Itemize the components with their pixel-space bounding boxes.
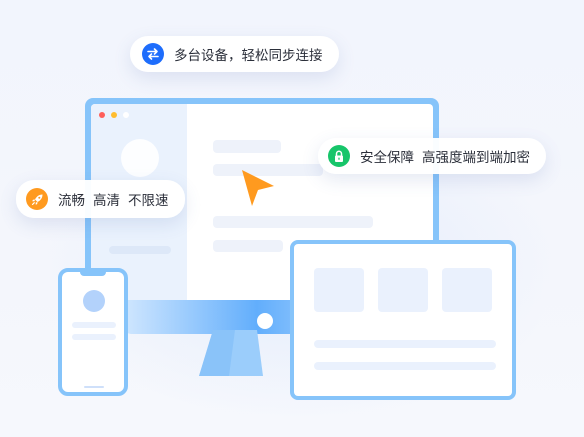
tablet-line-2 <box>314 362 496 370</box>
monitor-power-button <box>257 313 273 329</box>
lock-icon <box>328 145 350 167</box>
sidebar-line <box>109 246 171 254</box>
feature-security-text-b: 高强度端到端加密 <box>422 150 530 166</box>
content-bar-4 <box>213 240 283 252</box>
feature-pill-multi-device: 多台设备，轻松同步连接 <box>130 36 339 72</box>
tablet-illustration <box>290 240 516 400</box>
tablet-tile-2 <box>378 268 428 312</box>
phone-notch <box>80 270 106 276</box>
content-bar-1 <box>213 140 281 153</box>
traffic-light-white <box>123 112 129 118</box>
traffic-light-yellow <box>111 112 117 118</box>
tablet-line-1 <box>314 340 496 348</box>
feature-pill-security: 安全保障 高强度端到端加密 <box>318 138 546 174</box>
cursor-icon <box>242 170 274 206</box>
feature-security-text-a: 安全保障 <box>360 150 414 166</box>
content-bar-3 <box>213 216 373 228</box>
phone-illustration <box>58 268 128 396</box>
phone-line-2 <box>72 334 116 340</box>
phone-home-indicator <box>84 386 104 388</box>
feature-pill-speed: 流畅 高清 不限速 <box>16 180 185 218</box>
feature-multi-device-text: 多台设备，轻松同步连接 <box>174 48 323 64</box>
feature-speed-text-b: 高清 <box>93 193 120 209</box>
monitor-stand-svg <box>199 330 263 376</box>
phone-avatar <box>83 290 105 312</box>
tablet-tile-1 <box>314 268 364 312</box>
monitor-illustration <box>85 98 439 338</box>
rocket-icon <box>26 188 48 210</box>
feature-speed-text-c: 不限速 <box>128 193 169 209</box>
phone-line-1 <box>72 322 116 328</box>
sidebar-avatar <box>121 139 159 177</box>
content-bar-2 <box>213 164 323 176</box>
sync-arrows-icon <box>142 43 164 65</box>
tablet-tile-3 <box>442 268 492 312</box>
feature-speed-text-a: 流畅 <box>58 193 85 209</box>
traffic-light-red <box>99 112 105 118</box>
